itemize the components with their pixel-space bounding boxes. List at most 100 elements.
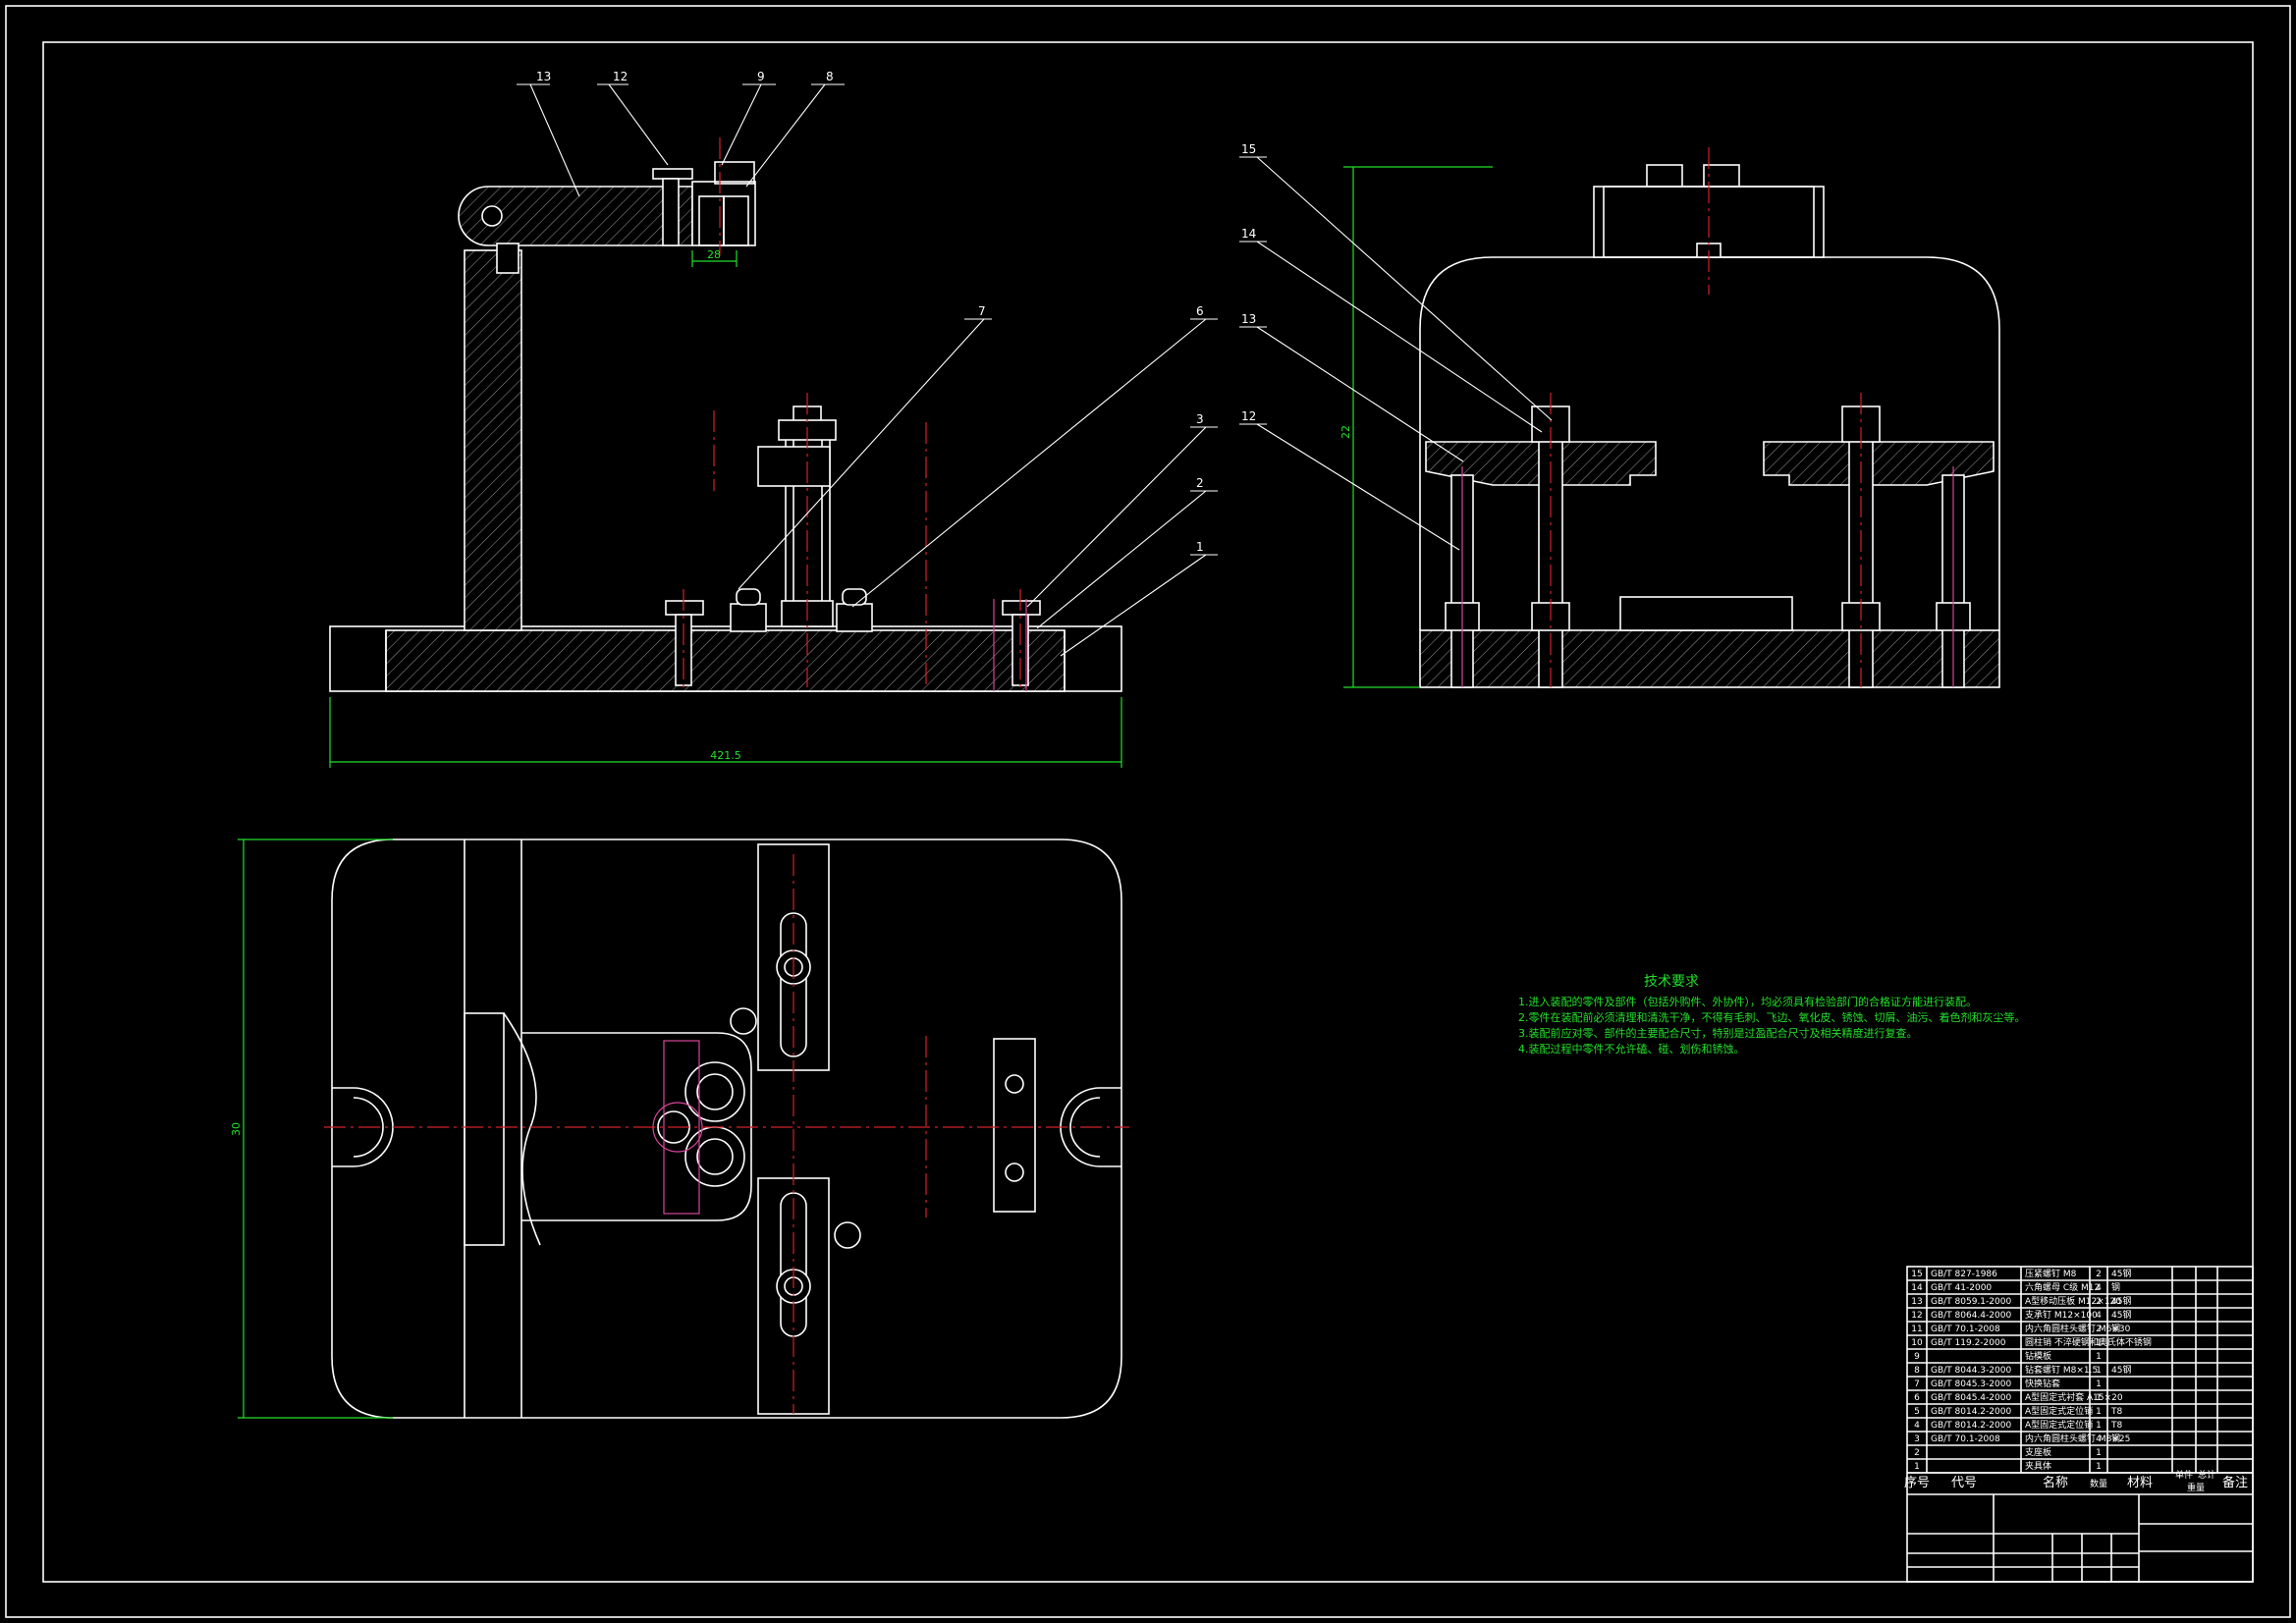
bom-cell-name: 压紧螺钉 M8 [2025, 1269, 2077, 1279]
bom-cell-no: 15 [1911, 1270, 1922, 1279]
side-height-dimension: 22 [1339, 425, 1352, 439]
bom-cell-qty: 1 [2096, 1393, 2102, 1403]
tech-line-4: 4.装配过程中零件不允许磕、碰、划伤和锈蚀。 [1518, 1042, 1745, 1055]
bom-header-weight: 重量 [2187, 1482, 2205, 1493]
bom-cell-code: GB/T 41-2000 [1931, 1283, 1992, 1293]
bom-cell-qty: 1 [2096, 1338, 2102, 1348]
bom-cell-code: GB/T 8014.2-2000 [1931, 1421, 2011, 1431]
bom-cell-qty: 1 [2096, 1462, 2102, 1472]
base-length-dimension: 421.5 [710, 749, 741, 762]
bom-cell-name: 支座板 [2025, 1446, 2051, 1458]
bom-header-material: 材料 [2127, 1476, 2153, 1490]
balloon-9: 13 [536, 70, 551, 83]
bom-cell-name: 钻模板 [2025, 1350, 2051, 1362]
bom-cell-name: 六角螺母 C级 M12 [2025, 1281, 2100, 1293]
bom-cell-no: 11 [1911, 1325, 1922, 1334]
tech-line-2: 2.零件在装配前必须清理和清洗干净，不得有毛刺、飞边、氧化皮、锈蚀、切屑、油污、… [1518, 1010, 2026, 1024]
bom-cell-code: GB/T 8044.3-2000 [1931, 1366, 2011, 1376]
bom-cell-name: A型固定式衬套 A15×20 [2025, 1391, 2123, 1403]
bom-cell-code: GB/T 70.1-2008 [1931, 1434, 2000, 1444]
front-view-leaders: 13 12 9 8 7 6 3 2 1 [517, 70, 1218, 657]
bom-cell-code: GB/T 827-1986 [1931, 1270, 1997, 1279]
bushing-dimension: 28 [707, 248, 721, 261]
bom-cell-material: 钢 [2111, 1281, 2120, 1293]
bom-header-name: 名称 [2043, 1475, 2068, 1490]
bom-cell-name: A型移动压板 M12×120 [2025, 1295, 2121, 1307]
balloon-15: 15 [1241, 142, 1256, 156]
bom-cell-name: 圆柱销 不淬硬钢和奥氏体不锈钢 [2025, 1336, 2152, 1348]
bom-cell-qty: 2 [2096, 1270, 2102, 1279]
tech-line-1: 1.进入装配的零件及部件（包括外购件、外协件），均必须具有检验部门的合格证方能进… [1518, 995, 1977, 1008]
bom-cell-name: 夹具体 [2025, 1460, 2051, 1472]
bom-cell-code: GB/T 8014.2-2000 [1931, 1407, 2011, 1417]
side-view-leaders: 15 14 13 12 [1239, 142, 1553, 551]
balloon-6: 8 [826, 70, 834, 83]
tech-title: 技术要求 [1644, 974, 1699, 990]
bom-cell-material: 钢 [2111, 1323, 2120, 1334]
bom-cell-qty: 1 [2096, 1366, 2102, 1376]
bom-cell-qty: 1 [2096, 1448, 2102, 1458]
bom-cell-material: 45钢 [2111, 1364, 2131, 1376]
bom-cell-qty: 4 [2096, 1311, 2102, 1321]
bom-header-no: 序号 [1904, 1476, 1930, 1490]
bom-cell-name: 支承钉 M12×100 [2025, 1309, 2098, 1321]
bom-cell-name: A型固定式定位销 [2025, 1419, 2093, 1431]
bom-cell-no: 5 [1914, 1407, 1920, 1417]
bom-cell-qty: 2 [2096, 1325, 2102, 1334]
bom-cell-qty: 4 [2096, 1283, 2102, 1293]
balloon-4: 6 [1196, 304, 1204, 318]
balloon-5: 7 [978, 304, 986, 318]
bom-cell-no: 1 [1914, 1462, 1920, 1472]
side-view: 22 [1339, 147, 2000, 688]
bom-cell-material: 45钢 [2111, 1268, 2131, 1279]
plan-view: 30 [230, 839, 1129, 1419]
bom-cell-code: GB/T 8045.3-2000 [1931, 1380, 2011, 1389]
bom-cell-name: A型固定式定位销 [2025, 1405, 2093, 1417]
balloon-8: 12 [613, 70, 628, 83]
bom-cell-material: 45钢 [2111, 1309, 2131, 1321]
bom-cell-no: 8 [1914, 1366, 1920, 1376]
bom-cell-name: 快换钻套 [2025, 1378, 2060, 1389]
bom-cell-no: 13 [1911, 1297, 1922, 1307]
balloon-3: 3 [1196, 412, 1204, 426]
bom-header-qty: 数量 [2090, 1478, 2107, 1489]
bom-cell-qty: 4 [2096, 1434, 2102, 1444]
bom-cell-no: 3 [1914, 1434, 1920, 1444]
bom-header-unit: 单件 [2175, 1469, 2193, 1481]
bom-cell-no: 6 [1914, 1393, 1920, 1403]
balloon-12: 12 [1241, 409, 1256, 423]
bom-cell-no: 12 [1911, 1311, 1922, 1321]
bom-cell-code: GB/T 8059.1-2000 [1931, 1297, 2011, 1307]
bom-cell-material: T8 [2110, 1421, 2122, 1431]
bom-cell-qty: 1 [2096, 1380, 2102, 1389]
bom-header-code: 代号 [1951, 1476, 1977, 1490]
balloon-7: 9 [757, 70, 765, 83]
tech-requirements: 技术要求 1.进入装配的零件及部件（包括外购件、外协件），均必须具有检验部门的合… [1518, 974, 2026, 1055]
bom-cell-qty: 1 [2096, 1352, 2102, 1362]
bom-header-total: 总计 [2198, 1469, 2215, 1481]
bom-cell-name: 内六角圆柱头螺钉 M8×25 [2025, 1433, 2130, 1444]
balloon-13: 13 [1241, 312, 1256, 326]
balloon-1: 1 [1196, 540, 1204, 554]
bom-cell-no: 9 [1914, 1352, 1920, 1362]
bom-cell-code: GB/T 70.1-2008 [1931, 1325, 2000, 1334]
bom-cell-code: GB/T 8045.4-2000 [1931, 1393, 2011, 1403]
bom-cell-name: 内六角圆柱头螺钉 M6×30 [2025, 1323, 2131, 1334]
bom-cell-no: 2 [1914, 1448, 1920, 1458]
bom-cell-no: 14 [1911, 1283, 1923, 1293]
bom-cell-code: GB/T 119.2-2000 [1931, 1338, 2006, 1348]
bom-cell-no: 10 [1911, 1338, 1923, 1348]
bom-cell-code: GB/T 8064.4-2000 [1931, 1311, 2011, 1321]
bom-cell-material: 钢 [2111, 1433, 2120, 1444]
bom-cell-material: T8 [2110, 1407, 2122, 1417]
bom-cell-material: 45钢 [2111, 1295, 2131, 1307]
bom-header-note: 备注 [2222, 1475, 2248, 1490]
drawing-frame [5, 5, 2291, 1618]
bom-cell-qty: 1 [2096, 1421, 2102, 1431]
tech-line-3: 3.装配前应对零、部件的主要配合尺寸，特别是过盈配合尺寸及相关精度进行复查。 [1518, 1026, 1918, 1040]
balloon-14: 14 [1241, 227, 1256, 241]
bom-cell-name: 钻套螺钉 M8×1.5 [2025, 1364, 2098, 1376]
